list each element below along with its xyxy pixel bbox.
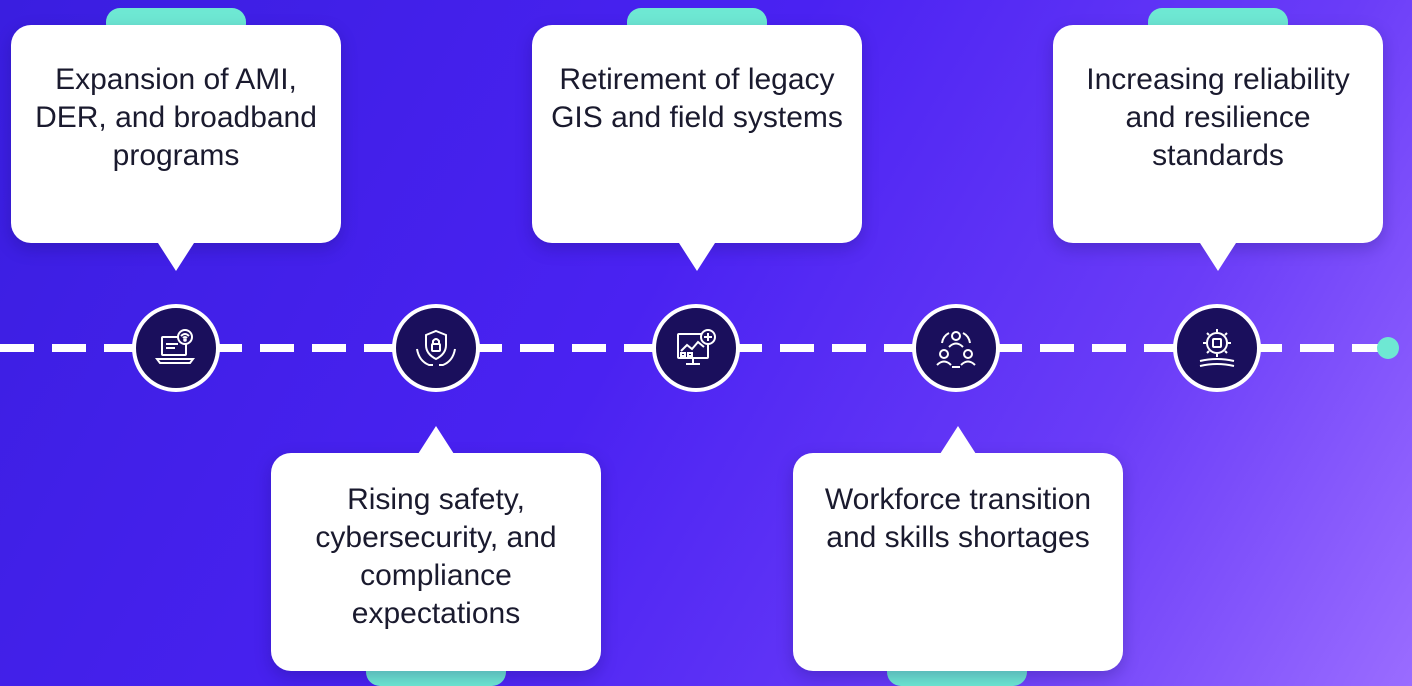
- milestone-card-5: Increasing reliability and resilience st…: [1053, 25, 1383, 243]
- timeline-node-1: [132, 304, 220, 392]
- card-pointer-1: [158, 243, 194, 271]
- monitor-map-icon: [677, 329, 716, 365]
- timeline-node-2: [392, 304, 480, 392]
- team-cycle-icon: [936, 331, 976, 368]
- shield-hands-icon: [416, 329, 456, 366]
- gear-fist-icon: [1199, 329, 1235, 367]
- milestone-card-3: Retirement of legacy GIS and field syste…: [532, 25, 862, 243]
- card-pointer-4: [940, 426, 976, 454]
- milestone-card-2: Rising safety, cybersecurity, and compli…: [271, 453, 601, 671]
- timeline-node-3: [652, 304, 740, 392]
- milestone-card-4: Workforce transition and skills shortage…: [793, 453, 1123, 671]
- milestone-card-1: Expansion of AMI, DER, and broadband pro…: [11, 25, 341, 243]
- milestone-label-5: Increasing reliability and resilience st…: [1086, 63, 1350, 172]
- milestone-label-3: Retirement of legacy GIS and field syste…: [551, 63, 843, 134]
- card-pointer-2: [418, 426, 454, 454]
- card-pointer-5: [1200, 243, 1236, 271]
- card-pointer-3: [679, 243, 715, 271]
- timeline-node-5: [1173, 304, 1261, 392]
- laptop-wifi-icon: [155, 329, 195, 364]
- timeline-end-dot: [1377, 337, 1399, 359]
- milestone-label-4: Workforce transition and skills shortage…: [824, 483, 1092, 554]
- timeline-node-4: [912, 304, 1000, 392]
- milestone-label-2: Rising safety, cybersecurity, and compli…: [315, 483, 557, 630]
- milestone-label-1: Expansion of AMI, DER, and broadband pro…: [35, 63, 317, 172]
